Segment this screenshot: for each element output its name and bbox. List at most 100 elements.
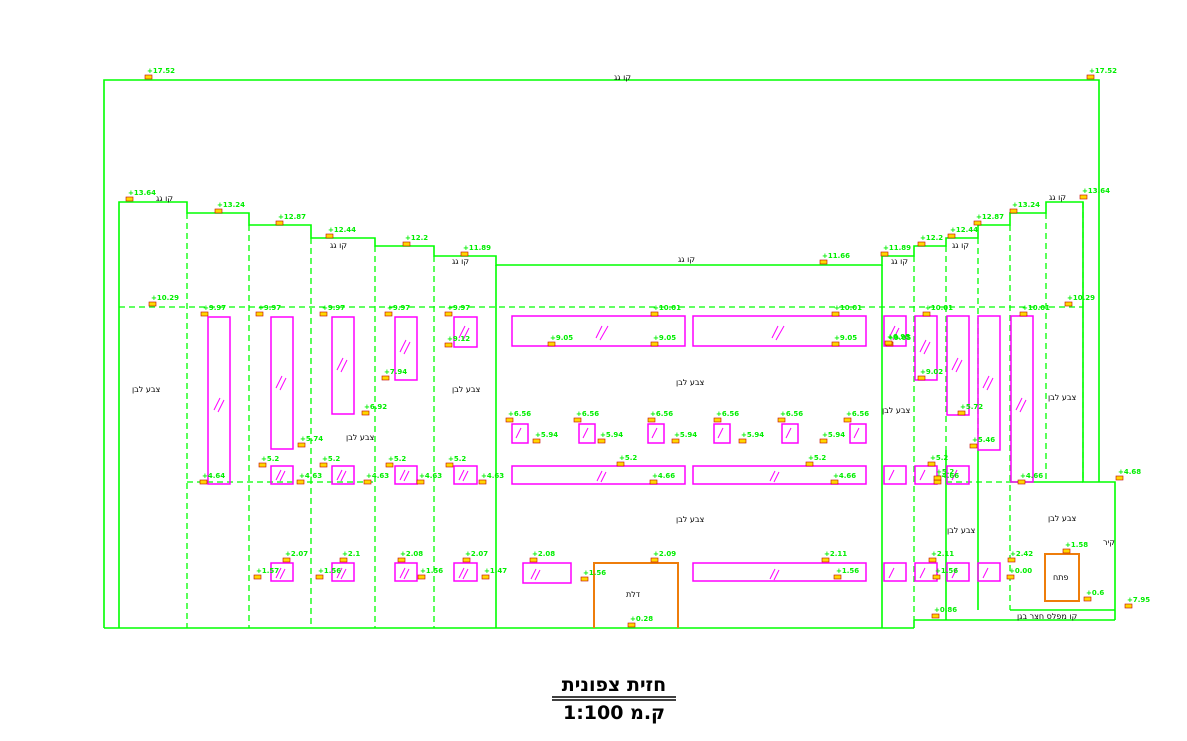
elevation-tag: +1.58 bbox=[1062, 541, 1088, 554]
elevation-tag: +0.28 bbox=[627, 615, 653, 628]
elevation-marker bbox=[738, 438, 747, 444]
elevation-value: +4.66 bbox=[936, 472, 959, 480]
elevation-value: +9.02 bbox=[920, 368, 943, 376]
elevation-tag: +4.68 bbox=[1115, 468, 1141, 481]
elevation-value: +4.63 bbox=[481, 472, 504, 480]
elevation-marker bbox=[1079, 194, 1088, 200]
label-paint-1: צבע לבן bbox=[132, 385, 161, 394]
elevation-marker bbox=[462, 557, 471, 563]
elevation-value: +5.2 bbox=[261, 455, 279, 463]
elevation-tag: +0.00 bbox=[1006, 567, 1032, 580]
elevation-tag: +5.94 bbox=[532, 431, 558, 444]
elevation-tag: +6.56 bbox=[573, 410, 599, 423]
label-paint-12: צבע לבן bbox=[1048, 393, 1077, 402]
elevation-marker bbox=[616, 461, 625, 467]
elevation-tag: +4.63 bbox=[363, 472, 389, 485]
elevation-tag: +11.66 bbox=[819, 252, 850, 265]
elevation-tag: +1.56 bbox=[580, 569, 606, 582]
labels: קו גג קו גג קו גג קו גג קו גג קו גג קו ג… bbox=[132, 73, 1115, 621]
label-paint-15b: צבע לבן bbox=[1048, 514, 1077, 523]
elevation-tag: +5.94 bbox=[597, 431, 623, 444]
elevation-tag: +4.66 bbox=[1017, 472, 1043, 485]
elevation-tag: +4.63 bbox=[478, 472, 504, 485]
elevation-marker bbox=[573, 417, 582, 423]
elevation-tag: +10.01 bbox=[650, 304, 681, 317]
elevation-value: +2.11 bbox=[824, 550, 847, 558]
elevation-marker bbox=[973, 220, 982, 226]
elevation-marker bbox=[444, 342, 453, 348]
elevation-tag: +5.2 bbox=[616, 454, 637, 467]
elevation-marker bbox=[282, 557, 291, 563]
elevation-marker bbox=[478, 479, 487, 485]
elevation-tag: +12.2 bbox=[917, 234, 943, 247]
elevation-marker bbox=[416, 479, 425, 485]
elevation-value: +1.47 bbox=[484, 567, 507, 575]
elevation-marker bbox=[1009, 208, 1018, 214]
elevation-value: +9.12 bbox=[447, 335, 470, 343]
elevation-value: +12.87 bbox=[976, 213, 1004, 221]
elevation-value: +4.68 bbox=[1118, 468, 1141, 476]
facade-outline bbox=[103, 79, 1116, 629]
elevation-value: +5.2 bbox=[930, 454, 948, 462]
elevation-marker bbox=[339, 557, 348, 563]
elevation-tag: +13.64 bbox=[125, 189, 156, 202]
elevation-tag: +9.97 bbox=[200, 304, 226, 317]
elevation-marker bbox=[402, 241, 411, 247]
elevation-marker bbox=[821, 557, 830, 563]
elevation-marker bbox=[200, 311, 209, 317]
elevation-marker bbox=[417, 574, 426, 580]
elevation-value: +13.64 bbox=[1082, 187, 1110, 195]
elevation-tag: +4.66 bbox=[649, 472, 675, 485]
elevation-marker bbox=[258, 462, 267, 468]
elevation-tag: +2.11 bbox=[928, 550, 954, 563]
glass-hatches bbox=[213, 325, 1027, 581]
elevation-value: +5.2 bbox=[936, 468, 954, 476]
elevation-tag: +17.52 bbox=[1086, 67, 1117, 80]
elevation-marker bbox=[957, 410, 966, 416]
elevation-value: +10.01 bbox=[834, 304, 862, 312]
elevation-tag: +9.97 bbox=[384, 304, 410, 317]
elevation-value: +9.05 bbox=[834, 334, 857, 342]
elevation-tag: +5.2 bbox=[933, 468, 954, 481]
elevation-marker bbox=[1007, 557, 1016, 563]
elevation-value: +5.72 bbox=[960, 403, 983, 411]
elevation-value: +5.94 bbox=[535, 431, 558, 439]
elevation-tag: +2.1 bbox=[339, 550, 360, 563]
elevation-value: +4.66 bbox=[1020, 472, 1043, 480]
elevation-tag: +9.05 bbox=[650, 334, 676, 347]
elevation-marker bbox=[529, 557, 538, 563]
elevation-tag: +5.94 bbox=[671, 431, 697, 444]
elevation-marker bbox=[397, 557, 406, 563]
elevation-value: +9.05 bbox=[888, 334, 911, 342]
elevation-marker bbox=[275, 220, 284, 226]
elevation-marker bbox=[381, 375, 390, 381]
elevation-tag: +9.97 bbox=[319, 304, 345, 317]
label-paint-10: צבע לבן bbox=[882, 406, 911, 415]
elevation-tag: +9.05 bbox=[547, 334, 573, 347]
elevation-value: +4.63 bbox=[366, 472, 389, 480]
elevation-marker bbox=[831, 341, 840, 347]
elevation-value: +2.11 bbox=[931, 550, 954, 558]
elevation-marker bbox=[1086, 74, 1095, 80]
elevation-tag: +1.56 bbox=[417, 567, 443, 580]
elevation-marker bbox=[777, 417, 786, 423]
elevation-tag: +6.56 bbox=[713, 410, 739, 423]
label-roof-12: קו גג bbox=[952, 241, 969, 250]
label-roof-right: קו גג bbox=[1049, 193, 1066, 202]
elevation-value: +4.66 bbox=[652, 472, 675, 480]
elevation-value: +1.57 bbox=[256, 567, 279, 575]
elevation-value: +1.56 bbox=[420, 567, 443, 575]
elevation-marker bbox=[444, 311, 453, 317]
elevation-marker bbox=[819, 259, 828, 265]
elevation-tag: +2.42 bbox=[1007, 550, 1033, 563]
elevation-marker bbox=[319, 311, 328, 317]
elevation-value: +5.2 bbox=[388, 455, 406, 463]
elevation-value: +2.07 bbox=[285, 550, 308, 558]
elevation-marker bbox=[385, 462, 394, 468]
elevation-marker bbox=[884, 340, 893, 346]
elevation-value: +1.56 bbox=[935, 567, 958, 575]
elevation-tag: +2.08 bbox=[529, 550, 555, 563]
title-scale: ק.מ 1:100 bbox=[563, 702, 665, 724]
elevation-value: +6.56 bbox=[716, 410, 739, 418]
elevation-marker bbox=[805, 461, 814, 467]
